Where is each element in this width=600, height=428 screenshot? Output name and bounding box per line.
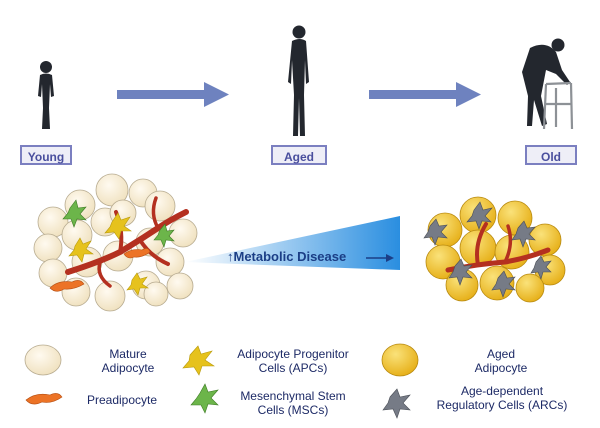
arc-icon [382, 388, 411, 419]
preadipocytes [49, 248, 151, 292]
arrow-young-to-aged [117, 82, 229, 107]
stage-label-young: Young [20, 145, 72, 165]
msc-cells [62, 199, 175, 248]
aged-adipocyte-icon [381, 343, 419, 377]
preadipocyte-icon [25, 393, 63, 405]
legend-label-arc: Age-dependent Regulatory Cells (ARCs) [436, 384, 568, 412]
young-person-silhouette [38, 61, 54, 129]
young-adipose-tissue [33, 173, 198, 312]
stage-label-aged: Aged [271, 145, 327, 165]
apc-cells [68, 212, 149, 296]
old-person-silhouette [522, 38, 574, 130]
old-adipose-tissue [423, 196, 566, 303]
arrow-aged-to-old [369, 82, 481, 107]
metabolic-disease-text: Metabolic Disease [233, 249, 347, 264]
arc-cells [423, 201, 552, 298]
legend-label-aged-adipocyte: Aged Adipocyte [474, 347, 528, 375]
legend-label-apc: Adipocyte Progenitor Cells (APCs) [237, 347, 349, 375]
mature-adipocyte-icon [24, 344, 62, 376]
metabolic-disease-label: ↑Metabolic Disease [227, 249, 346, 264]
legend-label-mature-adipocyte: Mature Adipocyte [101, 347, 155, 375]
legend-label-msc: Mesenchymal Stem Cells (MSCs) [240, 389, 346, 417]
metabolic-arrow-icon [366, 254, 394, 262]
up-arrow-glyph: ↑ [227, 249, 234, 264]
msc-icon [190, 383, 219, 414]
aged-person-silhouette [288, 25, 309, 136]
apc-icon [182, 345, 215, 376]
metabolic-disease-gradient [185, 216, 400, 270]
legend-label-preadipocyte: Preadipocyte [86, 393, 158, 407]
stage-label-old: Old [525, 145, 577, 165]
